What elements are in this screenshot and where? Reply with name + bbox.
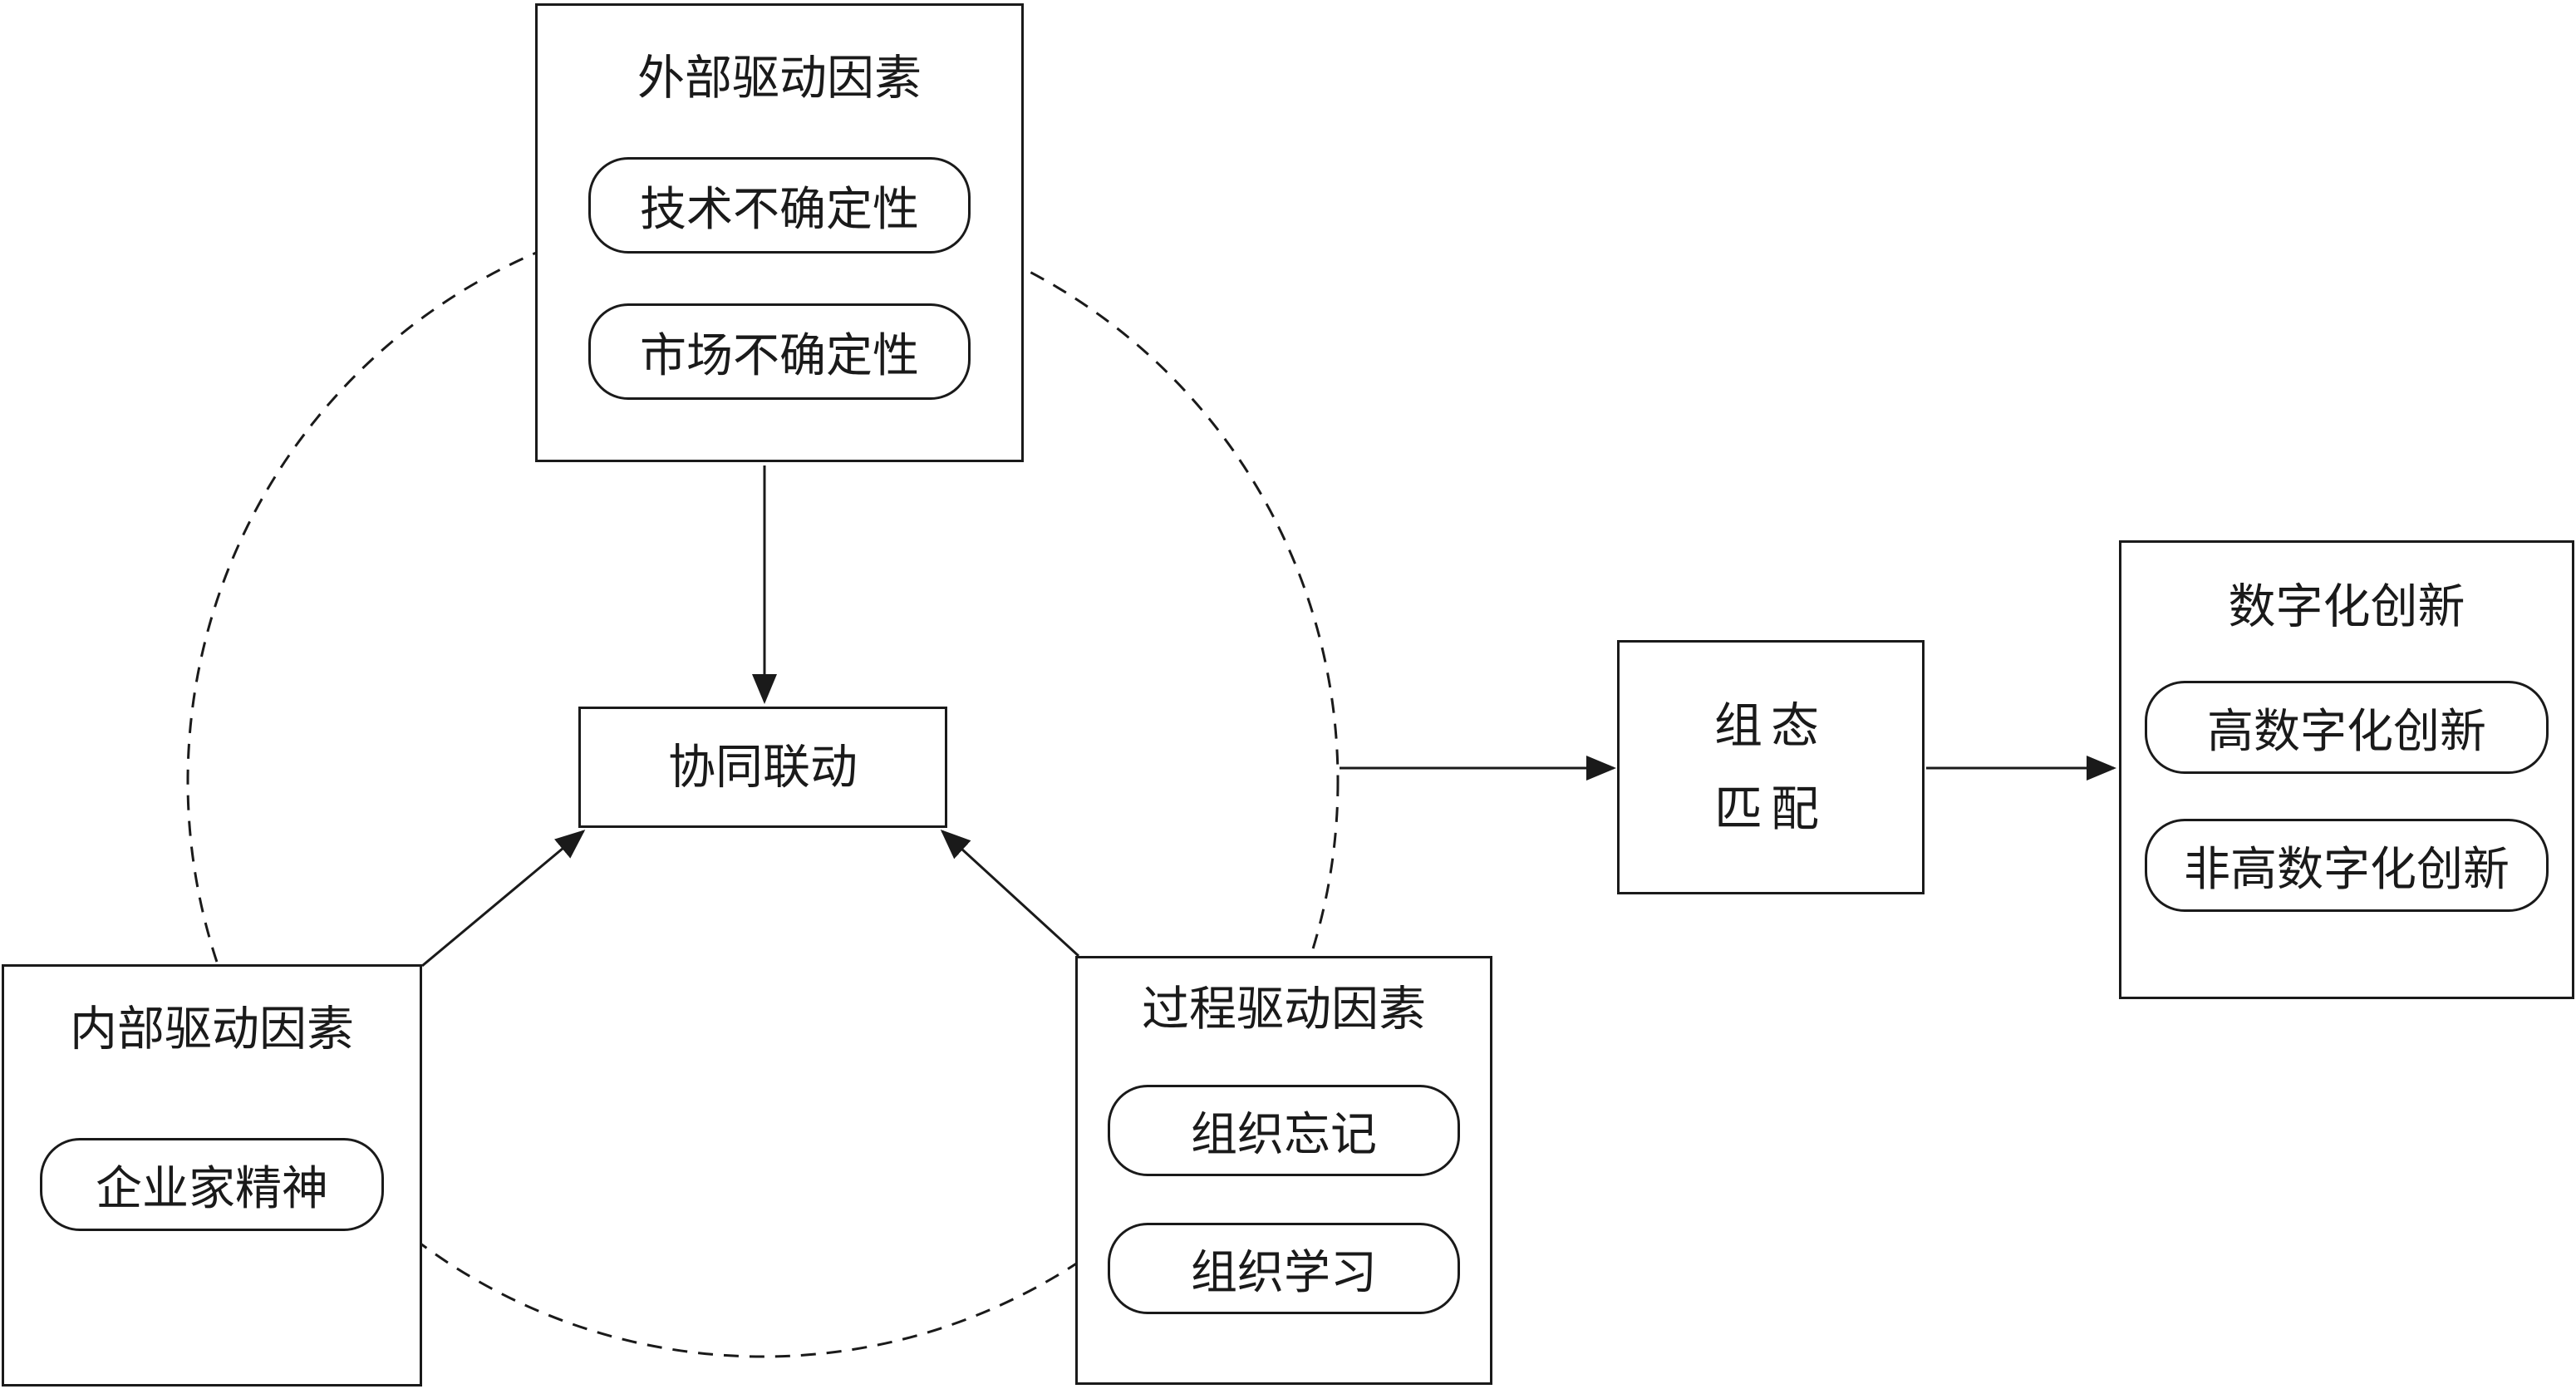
market-uncertainty-node: 市场不确定性: [588, 303, 971, 400]
tech-uncertainty-node: 技术不确定性: [588, 157, 971, 254]
digital-innovation-box: 数字化创新 高数字化创新 非高数字化创新: [2119, 540, 2574, 999]
entrepreneurship-node: 企业家精神: [40, 1138, 384, 1231]
synergy-box: 协同联动: [578, 707, 947, 828]
external-factors-title: 外部驱动因素: [637, 51, 922, 106]
organizational-forgetting-node: 组织忘记: [1108, 1085, 1460, 1176]
organizational-learning-node: 组织学习: [1108, 1223, 1460, 1314]
process-factors-box: 过程驱动因素 组织忘记 组织学习: [1075, 956, 1492, 1385]
configuration-label-line2: 匹配: [1713, 781, 1827, 837]
non-high-digital-innovation-node: 非高数字化创新: [2145, 819, 2549, 912]
arrow-process-to-synergy: [940, 829, 1080, 958]
process-factors-title: 过程驱动因素: [1142, 982, 1426, 1037]
digital-innovation-title: 数字化创新: [2228, 579, 2465, 634]
configuration-matching-box: 组态 匹配: [1617, 640, 1925, 894]
arrow-internal-to-synergy: [421, 830, 586, 968]
configuration-label-line1: 组态: [1713, 697, 1827, 754]
internal-factors-box: 内部驱动因素 企业家精神: [2, 964, 422, 1387]
synergy-label: 协同联动: [668, 740, 858, 795]
external-factors-box: 外部驱动因素 技术不确定性 市场不确定性: [535, 3, 1024, 462]
high-digital-innovation-node: 高数字化创新: [2145, 681, 2549, 774]
internal-factors-title: 内部驱动因素: [70, 1002, 354, 1057]
